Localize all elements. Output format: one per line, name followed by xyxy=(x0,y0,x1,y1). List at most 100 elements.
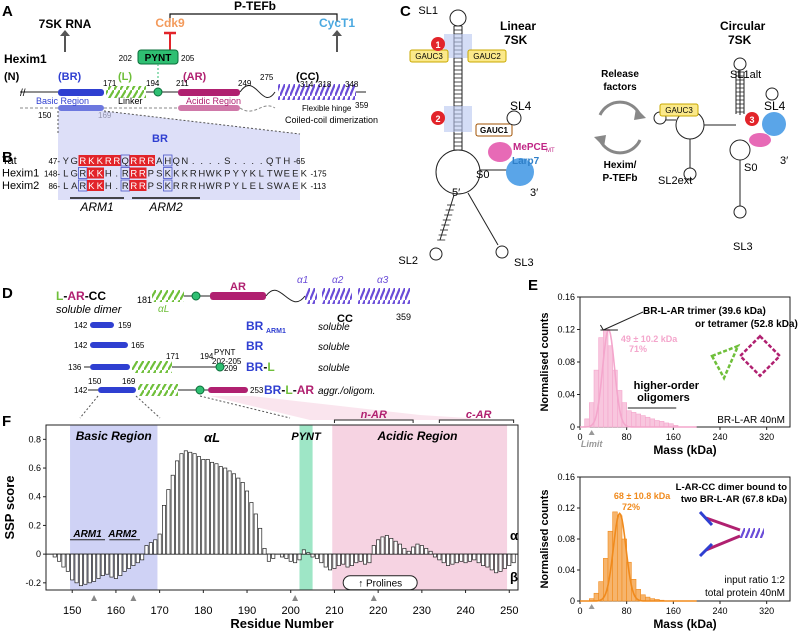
panel-d: D L-AR-CC soluble dimer 181 αL AR α1 α2 … xyxy=(2,275,500,420)
d-row3-helix xyxy=(132,361,172,373)
f-bar xyxy=(446,553,451,566)
align-residue: L xyxy=(259,169,264,180)
align-residue: . xyxy=(115,181,118,192)
e-hist-bar xyxy=(584,418,590,428)
panel-label-d: D xyxy=(2,285,13,302)
align-residue: G xyxy=(71,156,78,167)
f-bar xyxy=(354,553,359,564)
circ-larp7-blob xyxy=(762,112,786,136)
e-top-limit: Limit xyxy=(581,439,604,449)
f-bar xyxy=(367,553,372,564)
align-residue: R xyxy=(139,156,146,167)
d-row2-end: 165 xyxy=(131,341,145,350)
align-residue: K xyxy=(216,169,223,180)
align-residue: R xyxy=(105,156,112,167)
align-residue: W xyxy=(206,181,215,192)
e-bot-annot2: two BR-L-AR (67.8 kDa) xyxy=(681,494,787,505)
e-bot-ylabel: Normalised counts xyxy=(539,489,551,588)
align-residue: R xyxy=(79,169,86,180)
f-bar xyxy=(166,489,171,555)
align-residue: K xyxy=(182,169,189,180)
e-bot-cond1: input ratio 1:2 xyxy=(724,575,785,586)
f-bar xyxy=(328,553,333,571)
align-residue: R xyxy=(139,169,146,180)
align-residue: Q xyxy=(173,156,180,167)
circ-junction-right xyxy=(729,139,751,161)
align-residue: R xyxy=(130,169,137,180)
ar-label: (AR) xyxy=(183,71,207,83)
f-bar xyxy=(258,527,263,555)
f-bar xyxy=(245,490,250,555)
acidic-region-label: Acidic Region xyxy=(186,96,241,106)
br-label: (BR) xyxy=(58,71,82,83)
s0b-label: S0 xyxy=(744,162,757,174)
e-top-pct: 71% xyxy=(629,344,647,354)
f-xtick-label: 170 xyxy=(150,605,168,617)
align-residue: R xyxy=(122,181,129,192)
align-end: -113 xyxy=(311,182,327,191)
f-bar xyxy=(437,553,442,561)
align-residue: R xyxy=(181,181,188,192)
align-red-cell xyxy=(78,155,87,166)
f-ytick-label: 0.8 xyxy=(28,434,41,444)
sl1alt-stem xyxy=(735,71,745,114)
f-proline-arrow xyxy=(370,595,377,601)
e-top-ho1: higher-order xyxy=(634,380,700,392)
f-basic-label: Basic Region xyxy=(76,429,152,443)
complex-arm-2 xyxy=(705,534,741,552)
align-red-cell xyxy=(104,155,113,166)
align-residue: P xyxy=(224,181,230,192)
f-bar xyxy=(205,459,210,555)
e-hist-bar xyxy=(659,421,665,428)
f-bar xyxy=(65,553,70,572)
align-residue: K xyxy=(165,181,172,192)
sl2-label: SL2 xyxy=(398,255,418,267)
align-name: Hexim2 xyxy=(2,180,39,192)
d-row-2: 142 165 BR soluble xyxy=(74,339,350,353)
f-proline-arrow xyxy=(292,595,299,601)
align-residue: R xyxy=(130,156,137,167)
d-ar-bar xyxy=(210,292,266,300)
circular-title-2: 7SK xyxy=(728,33,752,47)
marker-2-label: 2 xyxy=(435,114,440,124)
f-bar xyxy=(153,539,158,555)
f-ylabel: SSP score xyxy=(2,475,17,539)
e-bot-cond2: total protein 40nM xyxy=(705,588,785,599)
f-arm2-label: ARM2 xyxy=(107,529,137,540)
f-bar xyxy=(502,553,507,569)
f-alphaL-label: αL xyxy=(204,430,220,445)
d-row1-bar xyxy=(90,322,114,328)
d-row1-name: BR xyxy=(246,319,264,333)
d-row3-pynt-range: 202-205 xyxy=(212,357,242,366)
tetramer-icon xyxy=(738,334,782,378)
circ-sl2-loop xyxy=(683,167,697,181)
e-ytick-label: 0.04 xyxy=(557,565,575,575)
three-prime-b: 3′ xyxy=(780,155,788,167)
f-bar xyxy=(332,553,337,569)
f-bar xyxy=(467,553,472,562)
ccd-label: Coiled-coil dimerization xyxy=(285,115,378,125)
align-residue: R xyxy=(147,156,154,167)
f-bar xyxy=(384,535,389,555)
d-row3-name: BR-L xyxy=(246,360,275,374)
marker-1-label: 1 xyxy=(435,40,440,50)
f-bar xyxy=(266,553,271,562)
f-bar xyxy=(249,502,254,555)
f-bar xyxy=(144,545,149,555)
factors-label: factors xyxy=(603,82,637,93)
e-limit-arrow xyxy=(588,430,595,435)
arrowhead-forward xyxy=(634,108,646,120)
d-row1-sub: ARM1 xyxy=(266,328,286,335)
d-row4-helix xyxy=(138,384,178,396)
f-car-bracket xyxy=(438,419,515,423)
sl3-label: SL3 xyxy=(514,257,534,269)
e-hist-bar xyxy=(645,416,651,428)
e-ytick-label: 0.12 xyxy=(557,503,575,513)
f-bar xyxy=(192,453,197,555)
e-hist-bar xyxy=(631,412,637,428)
gauc3b-label: GAUC3 xyxy=(665,106,693,115)
f-xtick-label: 210 xyxy=(325,605,343,617)
f-bar xyxy=(310,553,315,558)
f-bar xyxy=(441,553,446,564)
